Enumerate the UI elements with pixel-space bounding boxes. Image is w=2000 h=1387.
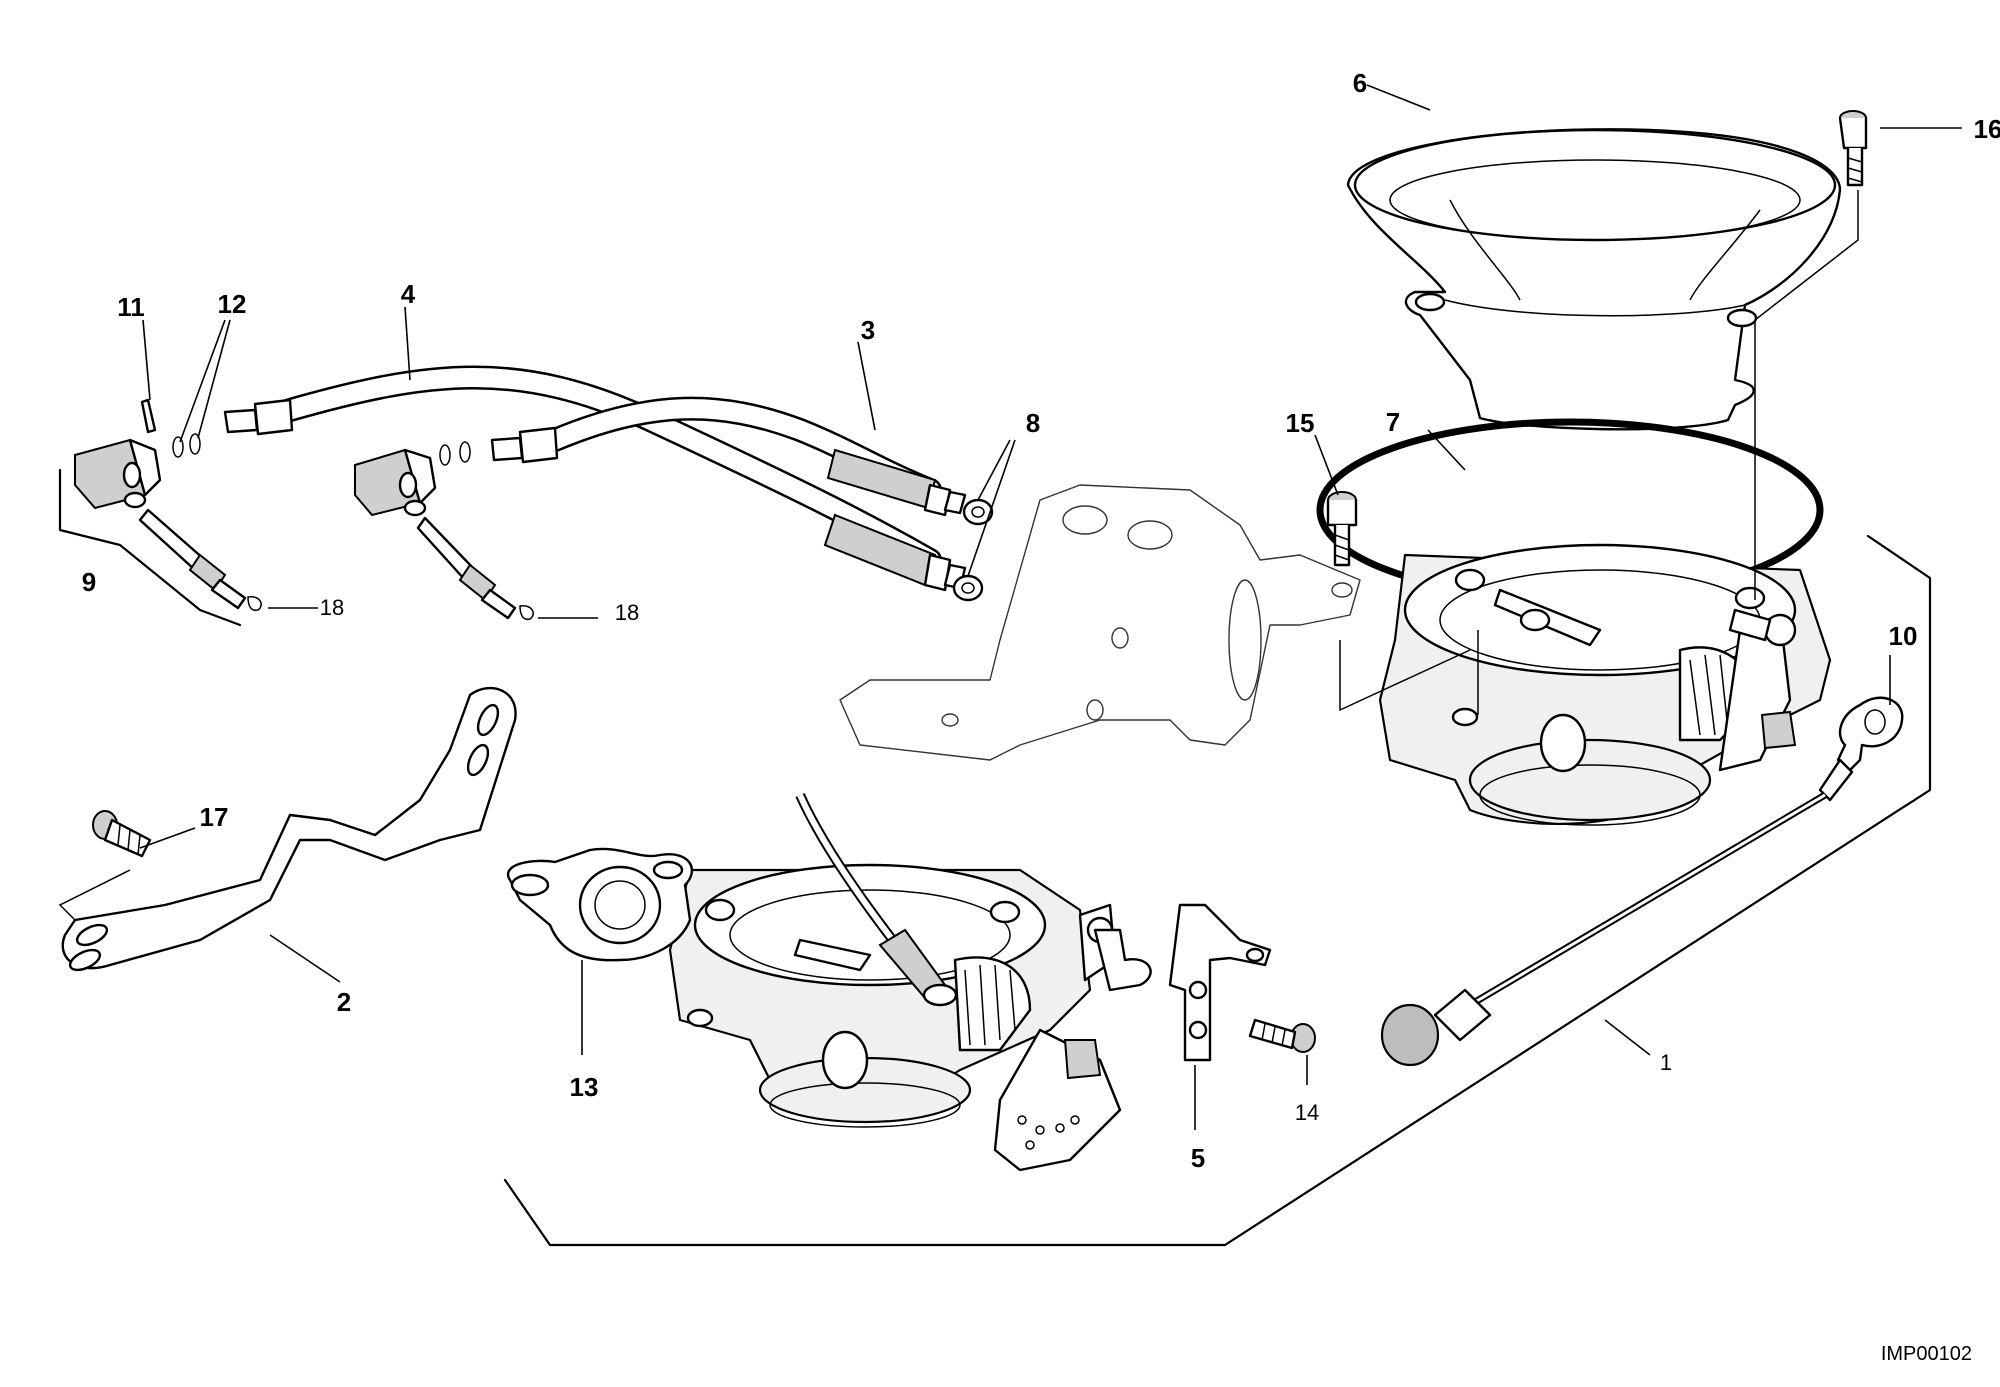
catalog-code: IMP00102: [1881, 1343, 1972, 1365]
bolt-part-14: [1248, 1018, 1316, 1053]
bolt-part-15: [1326, 491, 1358, 567]
throttle-body-lower: [668, 792, 1152, 1172]
callout-2: 2: [337, 987, 351, 1017]
bolt-part-16: [1838, 110, 1868, 187]
callout-5: 5: [1191, 1143, 1205, 1173]
callout-18-left: 18: [320, 595, 344, 620]
assembly-bracket-1: [503, 534, 1932, 1247]
washers-part-8: [952, 498, 994, 602]
tie-rod-part-10: [1380, 696, 1904, 1067]
fitting-bracket-9: [58, 468, 242, 627]
callout-11: 11: [117, 292, 145, 322]
callout-12: 12: [218, 289, 247, 319]
sensor-part-13: [506, 847, 694, 962]
support-arm-part-2: [58, 686, 517, 972]
velocity-stack-part-6: [1346, 128, 1842, 431]
callout-6: 6: [1353, 68, 1367, 98]
callout-17: 17: [200, 802, 229, 832]
callout-10: 10: [1889, 621, 1918, 651]
callout-3: 3: [861, 315, 875, 345]
callout-labels: 1 2 3 4 5 6 7 8 9 10 11 12 13 14 15 16 1…: [82, 68, 2000, 1173]
callout-13: 13: [570, 1072, 599, 1102]
fitting-assembly-right: [354, 441, 534, 621]
callout-16: 16: [1974, 114, 2000, 144]
throttle-body-upper: [1339, 543, 1832, 826]
callout-15: 15: [1286, 408, 1315, 438]
callout-8: 8: [1026, 408, 1040, 438]
bracket-part-5: [1168, 903, 1272, 1062]
intake-manifold-ghost: [839, 484, 1361, 761]
fitting-assembly-left: [74, 398, 262, 612]
bolt-part-17: [92, 810, 152, 858]
callout-14: 14: [1295, 1100, 1319, 1125]
callout-1: 1: [1660, 1050, 1672, 1075]
callout-18-right: 18: [615, 600, 639, 625]
hose-part-3: [490, 396, 967, 517]
callout-9: 9: [82, 567, 96, 597]
leader-lines: [139, 84, 1962, 1130]
assembly-guide-lines: [1477, 190, 1859, 715]
callout-4: 4: [401, 279, 416, 309]
callout-7: 7: [1386, 407, 1400, 437]
